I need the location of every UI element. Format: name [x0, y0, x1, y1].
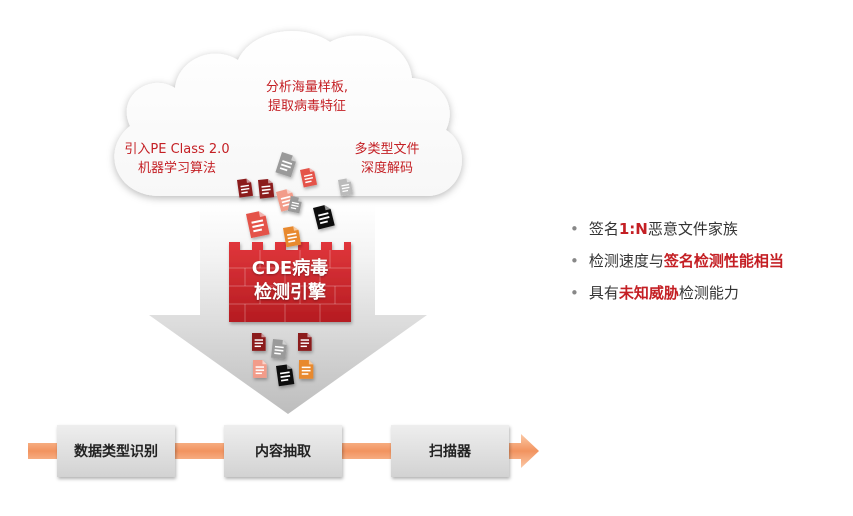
feature-prefix: 具有 [588, 284, 619, 302]
cloud-text-line: 机器学习算法 [137, 161, 216, 176]
document-icon [298, 333, 312, 351]
cloud-text-left: 引入PE Class 2.0 机器学习算法 [112, 140, 242, 178]
feature-prefix: 检测速度与 [588, 252, 664, 270]
feature-item: • 检测速度与签名检测性能相当 [570, 247, 784, 279]
cloud-text-line: 提取病毒特征 [267, 99, 346, 114]
bullet-dot-icon: • [570, 220, 579, 238]
engine-wall [229, 242, 351, 322]
step-box [391, 425, 509, 477]
cloud-text-line: 多类型文件 [354, 142, 420, 157]
document-icon [253, 360, 267, 378]
step-box [224, 425, 342, 477]
step-box [57, 425, 175, 477]
step-scanner: 扫描器 [429, 444, 471, 460]
engine-label: CDE病毒 检测引擎 [231, 257, 349, 305]
feature-item: • 具有未知威胁检测能力 [570, 279, 784, 311]
cloud-text-line: 引入PE Class 2.0 [124, 142, 230, 157]
cloud-text-line: 分析海量样板, [265, 80, 349, 95]
cloud-text-right: 多类型文件 深度解码 [332, 140, 442, 178]
document-icon [299, 360, 314, 379]
step-content-extraction: 内容抽取 [255, 444, 311, 460]
feature-item: • 签名1:N恶意文件家族 [570, 215, 784, 247]
cloud-text-line: 深度解码 [360, 161, 413, 176]
engine-label-line1: CDE病毒 [251, 258, 329, 279]
bullet-dot-icon: • [570, 252, 579, 270]
feature-highlight: 未知威胁 [618, 284, 679, 302]
feature-highlight: 1:N [618, 220, 648, 238]
cloud-shape [114, 30, 462, 197]
document-icon [252, 333, 266, 351]
feature-suffix: 检测能力 [678, 284, 739, 302]
feature-highlight: 签名检测性能相当 [663, 252, 784, 270]
step-data-type-identification: 数据类型识别 [74, 444, 158, 460]
engine-label-line2: 检测引擎 [254, 282, 326, 303]
feature-suffix: 恶意文件家族 [647, 220, 738, 238]
feature-prefix: 签名 [588, 220, 619, 238]
feature-list: • 签名1:N恶意文件家族 • 检测速度与签名检测性能相当 • 具有未知威胁检测能力 [570, 215, 784, 311]
bullet-dot-icon: • [570, 284, 579, 302]
cloud-text-top: 分析海量样板, 提取病毒特征 [232, 78, 382, 116]
